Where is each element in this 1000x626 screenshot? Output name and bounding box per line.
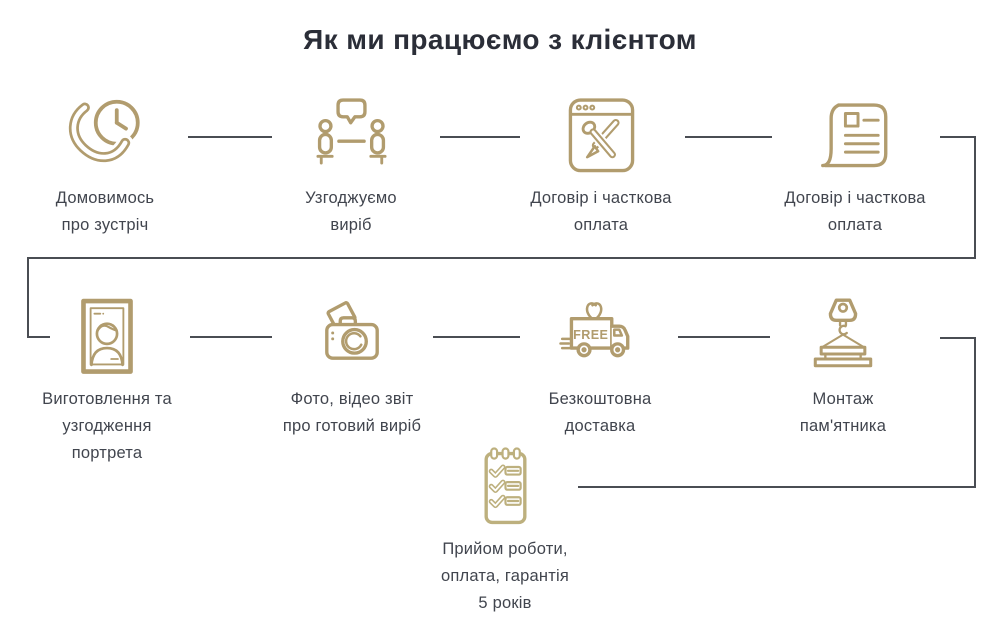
step-4: Договір і часткова оплата xyxy=(778,95,933,239)
step-label: Узгоджуємо виріб xyxy=(305,189,397,234)
step-2: Узгоджуємо виріб xyxy=(294,95,409,239)
newspaper-icon xyxy=(811,95,899,179)
step-label: Домовимось про зустріч xyxy=(55,189,155,234)
checklist-icon xyxy=(461,446,549,530)
step-6: Фото, відео звіт про готовий виріб xyxy=(277,296,427,440)
step-label: Монтаж пам'ятника xyxy=(799,390,887,435)
step-9: Прийом роботи, оплата, гарантія 5 років xyxy=(438,446,573,617)
step-5: Виготовлення та узгодження портрета xyxy=(32,296,182,467)
step-label: Фото, відео звіт про готовий виріб xyxy=(282,390,422,435)
portrait-icon xyxy=(63,296,151,380)
step-1: Домовимось про зустріч xyxy=(49,95,161,239)
step-label: Договір і часткова оплата xyxy=(530,189,672,234)
step-label: Безкоштовна доставка xyxy=(548,390,652,435)
step-7: FREE Безкоштовна доставка xyxy=(535,296,665,440)
crane-icon xyxy=(799,296,887,380)
free-label: FREE xyxy=(573,328,608,342)
connector-step8-step9-wrap xyxy=(578,337,976,488)
meeting-icon xyxy=(307,95,395,179)
page-title: Як ми працюємо з клієнтом xyxy=(303,24,697,55)
step-label: Договір і часткова оплата xyxy=(784,189,926,234)
camera-icon xyxy=(308,296,396,380)
step-label: Виготовлення та узгодження портрета xyxy=(42,390,172,462)
step-label: Прийом роботи, оплата, гарантія 5 років xyxy=(441,540,569,612)
step-3: Договір і часткова оплата xyxy=(524,95,679,239)
phone-clock-icon xyxy=(61,95,149,179)
free-delivery-truck-icon: FREE xyxy=(556,296,644,380)
design-browser-icon xyxy=(557,95,645,179)
connector-step4-step5-wrap xyxy=(27,136,976,338)
step-8: Монтаж пам'ятника xyxy=(788,296,898,440)
